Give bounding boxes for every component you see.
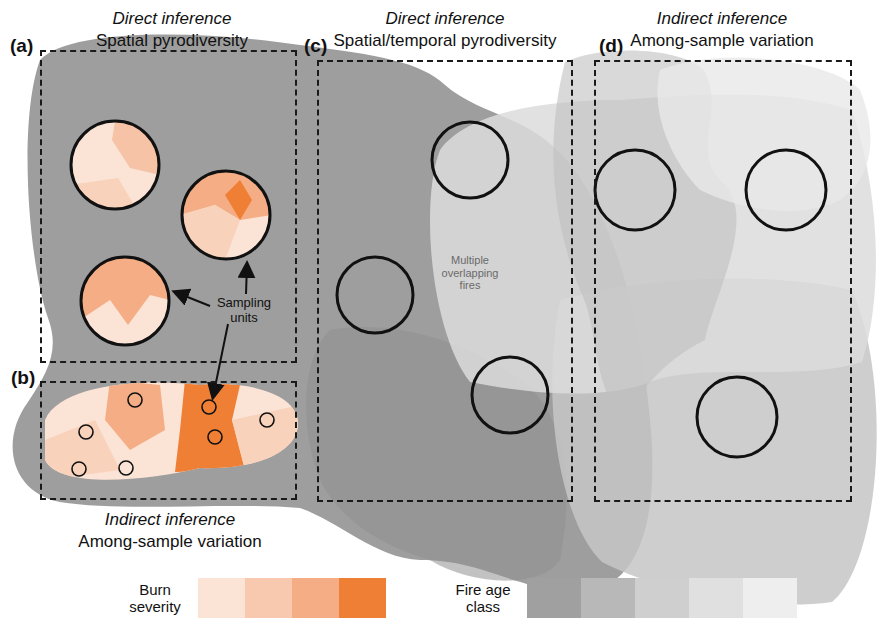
- inference-heading: Indirect inference: [657, 9, 787, 29]
- panel-tag: (a): [10, 35, 33, 57]
- legend-label: Fire age class: [450, 581, 516, 616]
- panel-heading: Among-sample variation: [630, 31, 813, 51]
- panel-heading: Spatial pyrodiversity: [96, 31, 248, 51]
- panel-box: (d)Indirect inferenceAmong-sample variat…: [594, 60, 852, 502]
- overlap-note: Multiple overlapping fires: [433, 254, 507, 292]
- panel-box: (c)Direct inferenceSpatial/temporal pyro…: [317, 60, 573, 502]
- legend-label: Burn severity: [120, 581, 190, 616]
- panel-tag: (c): [304, 35, 327, 57]
- panel-heading: Spatial/temporal pyrodiversity: [334, 31, 557, 51]
- panel-tag: (b): [11, 367, 35, 389]
- panel-heading: Among-sample variation: [78, 532, 261, 552]
- inference-heading: Direct inference: [385, 9, 504, 29]
- inference-heading: Indirect inference: [105, 510, 235, 530]
- panel-tag: (d): [599, 35, 623, 57]
- inference-heading: Direct inference: [112, 9, 231, 29]
- panel-box: (b)Indirect inferenceAmong-sample variat…: [40, 381, 297, 500]
- panel-box: (a)Direct inferenceSpatial pyrodiversity: [40, 50, 297, 363]
- sampling-label: Sampling units: [205, 296, 283, 326]
